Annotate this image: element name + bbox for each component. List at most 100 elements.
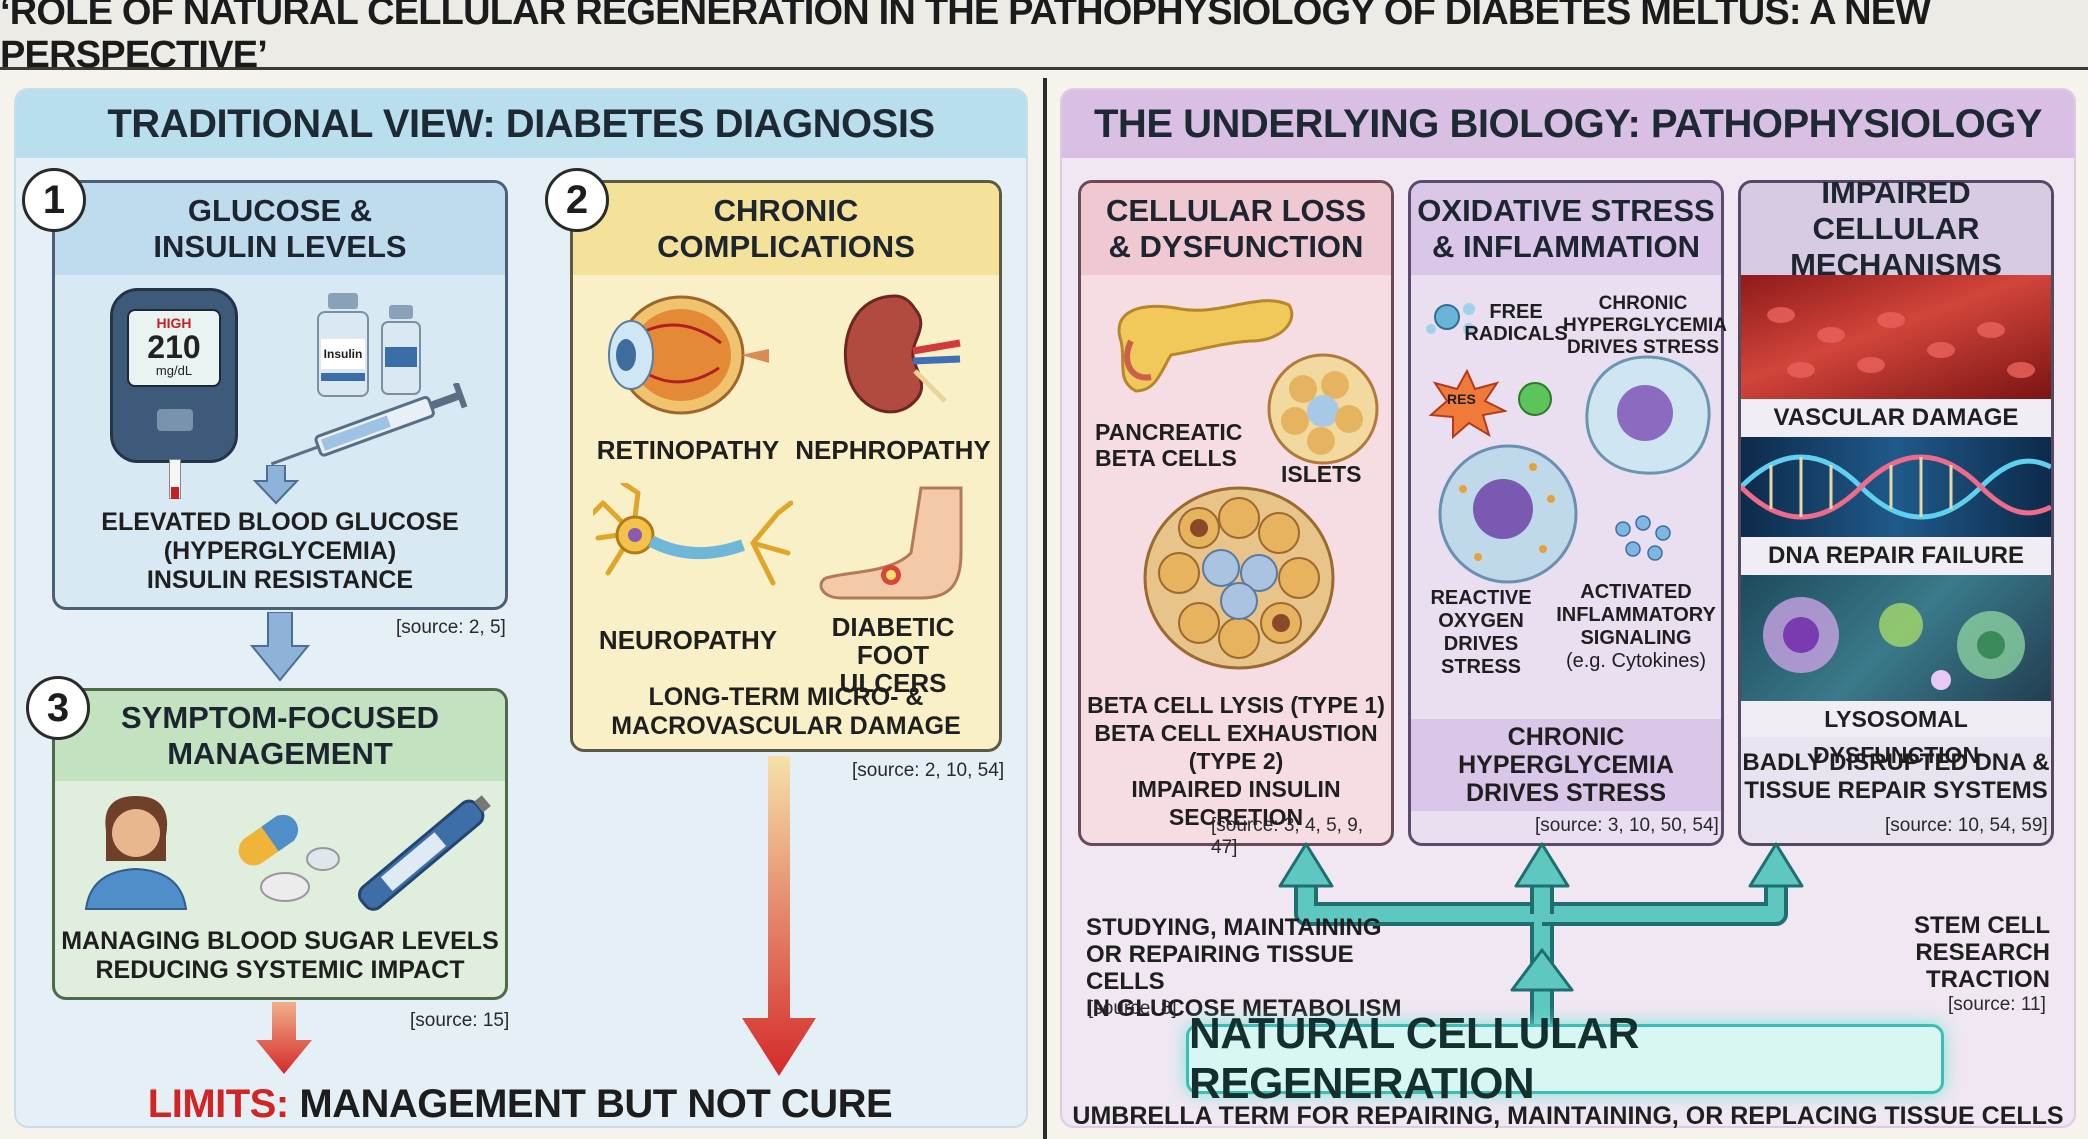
- panel-divider: [1043, 78, 1047, 1139]
- pancreatic-line2: BETA CELLS: [1095, 445, 1237, 471]
- box2-line1: LONG-TERM MICRO- &: [648, 683, 924, 711]
- col1-description: BETA CELL LYSIS (TYPE 1) BETA CELL EXHAU…: [1081, 691, 1391, 831]
- islets-label: ISLETS: [1281, 461, 1362, 487]
- activated-line4: (e.g. Cytokines): [1565, 650, 1707, 672]
- studying-line1: STUDYING, MAINTAINING: [1086, 914, 1382, 941]
- col2-source: [source: 3, 10, 50, 54]: [1535, 815, 1719, 836]
- box3-line1: MANAGING BLOOD SUGAR LEVELS: [61, 927, 499, 955]
- impaired-mechanisms-column: IMPAIRED CELLULAR MECHANISMS VASCULAR DA…: [1738, 175, 2054, 846]
- vascular-image: [1741, 275, 2051, 399]
- col1-title-line1: CELLULAR LOSS: [1105, 193, 1367, 228]
- insulin-pen-icon: [357, 795, 491, 911]
- patient-icon: [84, 796, 188, 910]
- natural-regeneration-title: NATURAL CELLULAR REGENERATION: [1189, 1009, 1639, 1108]
- glucose-insulin-box: GLUCOSE & INSULIN LEVELS HIGH 210 mg/dL …: [52, 180, 508, 610]
- pancreas-icon: [1117, 299, 1294, 393]
- chronic-top-line2: HYPERGLYCEMIA: [1563, 315, 1727, 336]
- box1-source: [source: 2, 5]: [396, 617, 506, 638]
- pancreatic-beta-label: PANCREATIC BETA CELLS: [1095, 419, 1245, 471]
- studying-label: STUDYING, MAINTAINING OR REPAIRING TISSU…: [1086, 914, 1426, 1022]
- chronic-top-line1: CHRONIC: [1598, 293, 1688, 314]
- foot-line2: ULCERS: [839, 668, 947, 698]
- red-arrow-right: [742, 756, 816, 1076]
- reactive-oxygen-label: REACTIVE OXYGEN DRIVES STRESS: [1421, 587, 1541, 679]
- free-line1: FREE: [1489, 301, 1543, 323]
- reactive-line3: DRIVES: [1443, 633, 1519, 655]
- col1-line1: BETA CELL LYSIS (TYPE 1): [1087, 692, 1385, 718]
- stem-line2: RESEARCH: [1915, 939, 2050, 966]
- box2-title-line1: CHRONIC: [713, 193, 859, 228]
- box1-title-line2: INSULIN LEVELS: [153, 229, 407, 264]
- res-label: RES: [1447, 391, 1476, 407]
- limits-text: MANAGEMENT BUT NOT CURE: [299, 1082, 893, 1126]
- foot-line1: DIABETIC FOOT: [831, 612, 955, 670]
- left-panel-heading: TRADITIONAL VIEW: DIABETES DIAGNOSIS: [107, 101, 935, 146]
- pancreatic-line1: PANCREATIC: [1095, 419, 1243, 445]
- vascular-damage-label: VASCULAR DAMAGE: [1741, 399, 2051, 437]
- col3-line1: BADLY DISRUPTED DNA &: [1742, 749, 2050, 776]
- left-panel-header: TRADITIONAL VIEW: DIABETES DIAGNOSIS: [16, 90, 1026, 158]
- pills-icon: [238, 814, 340, 902]
- col2-line2: HYPERGLYCEMIA: [1458, 751, 1674, 779]
- meter-value: 210: [147, 329, 201, 365]
- box1-line2: (HYPERGLYCEMIA): [163, 537, 397, 565]
- chronic-top-line3: DRIVES STRESS: [1566, 337, 1720, 358]
- foot-ulcers-label: DIABETIC FOOT ULCERS: [793, 613, 993, 697]
- foot-icon: [819, 486, 963, 600]
- meter-high-label: HIGH: [156, 315, 192, 331]
- natural-regeneration-box: NATURAL CELLULAR REGENERATION: [1186, 1009, 1944, 1108]
- chronic-hyperglycemia-label-top: CHRONIC HYPERGLYCEMIA DRIVES STRESS: [1563, 293, 1727, 359]
- col3-title-line1: IMPAIRED CELLULAR: [1812, 175, 1980, 246]
- vial-label: Insulin: [321, 339, 365, 369]
- col1-line2: BETA CELL EXHAUSTION: [1094, 720, 1378, 746]
- meter-unit: mg/dL: [155, 363, 193, 378]
- lysosome-image: [1741, 575, 2051, 701]
- activated-line3: SIGNALING: [1580, 627, 1692, 649]
- col2-description: CHRONIC HYPERGLYCEMIA DRIVES STRESS: [1411, 723, 1721, 807]
- symptom-management-box: SYMPTOM-FOCUSED MANAGEMENT MANAGING BLOO…: [52, 688, 508, 1000]
- box2-description: LONG-TERM MICRO- & MACROVASCULAR DAMAGE: [573, 683, 999, 741]
- inflammatory-cell-icon: [1585, 355, 1711, 475]
- title-bar: ‘ROLE OF NATURAL CELLULAR REGENERATION I…: [0, 0, 2088, 76]
- molecule-icon: [1426, 303, 1475, 335]
- regeneration-arrows: [1278, 842, 1804, 1040]
- right-panel-heading: THE UNDERLYING BIOLOGY: PATHOPHYSIOLOGY: [1094, 101, 2042, 146]
- free-line2: RADICALS: [1464, 323, 1568, 345]
- stem-cell-label: STEM CELL RESEARCH TRACTION: [1880, 912, 2050, 993]
- activated-line1: ACTIVATED: [1580, 581, 1692, 603]
- cellular-loss-column: CELLULAR LOSS & DYSFUNCTION PANCREATIC B…: [1078, 180, 1394, 858]
- limits-statement: LIMITS: MANAGEMENT BUT NOT CURE: [0, 1082, 1040, 1127]
- col2-line3: DRIVES STRESS: [1465, 779, 1667, 807]
- red-arrow-left: [256, 1002, 312, 1074]
- down-arrow-icon: [253, 465, 299, 505]
- box3-source: [source: 15]: [410, 1010, 510, 1031]
- col1-line3: (TYPE 2): [1188, 748, 1284, 774]
- stressed-cell-icon: [1438, 444, 1578, 584]
- dna-image: [1739, 437, 2053, 537]
- studying-source: [source: 8]: [1088, 998, 1177, 1019]
- step-1-number: 1: [42, 177, 66, 222]
- col2-line1: CHRONIC: [1507, 723, 1625, 751]
- box1-line1: ELEVATED BLOOD GLUCOSE: [101, 508, 459, 536]
- page-title: ‘ROLE OF NATURAL CELLULAR REGENERATION I…: [0, 0, 1931, 76]
- step-2-badge: 2: [545, 168, 609, 232]
- col1-title-line2: & DYSFUNCTION: [1108, 229, 1364, 264]
- reactive-line4: STRESS: [1440, 656, 1522, 678]
- box1-title-line1: GLUCOSE &: [187, 193, 373, 228]
- box3-line2: REDUCING SYSTEMIC IMPACT: [95, 956, 465, 984]
- col1-source: [source: 3, 4, 5, 9, 47]: [1211, 815, 1364, 858]
- syringe-icon: [270, 383, 468, 466]
- res-burst-icon: [1428, 369, 1507, 439]
- box2-source: [source: 2, 10, 54]: [852, 760, 1005, 781]
- box2-line2: MACROVASCULAR DAMAGE: [611, 712, 961, 740]
- oxidative-stress-column: OXIDATIVE STRESS & INFLAMMATION FREE RAD…: [1408, 180, 1727, 846]
- chronic-complications-box: CHRONIC COMPLICATIONS RETINOPATHY NEPHRO…: [570, 180, 1002, 752]
- lysosomal-label: LYSOSOMAL DYSFUNCTION: [1741, 701, 2051, 768]
- retinopathy-label: RETINOPATHY: [596, 435, 780, 465]
- nephropathy-label: NEPHROPATHY: [795, 435, 991, 465]
- down-arrow-box1-box3: [250, 612, 310, 682]
- damaged-islet-icon: [1143, 486, 1335, 670]
- glucose-meter-icon: HIGH 210 mg/dL: [110, 288, 238, 499]
- box3-title-line2: MANAGEMENT: [167, 736, 393, 771]
- reactive-line1: REACTIVE: [1430, 587, 1532, 609]
